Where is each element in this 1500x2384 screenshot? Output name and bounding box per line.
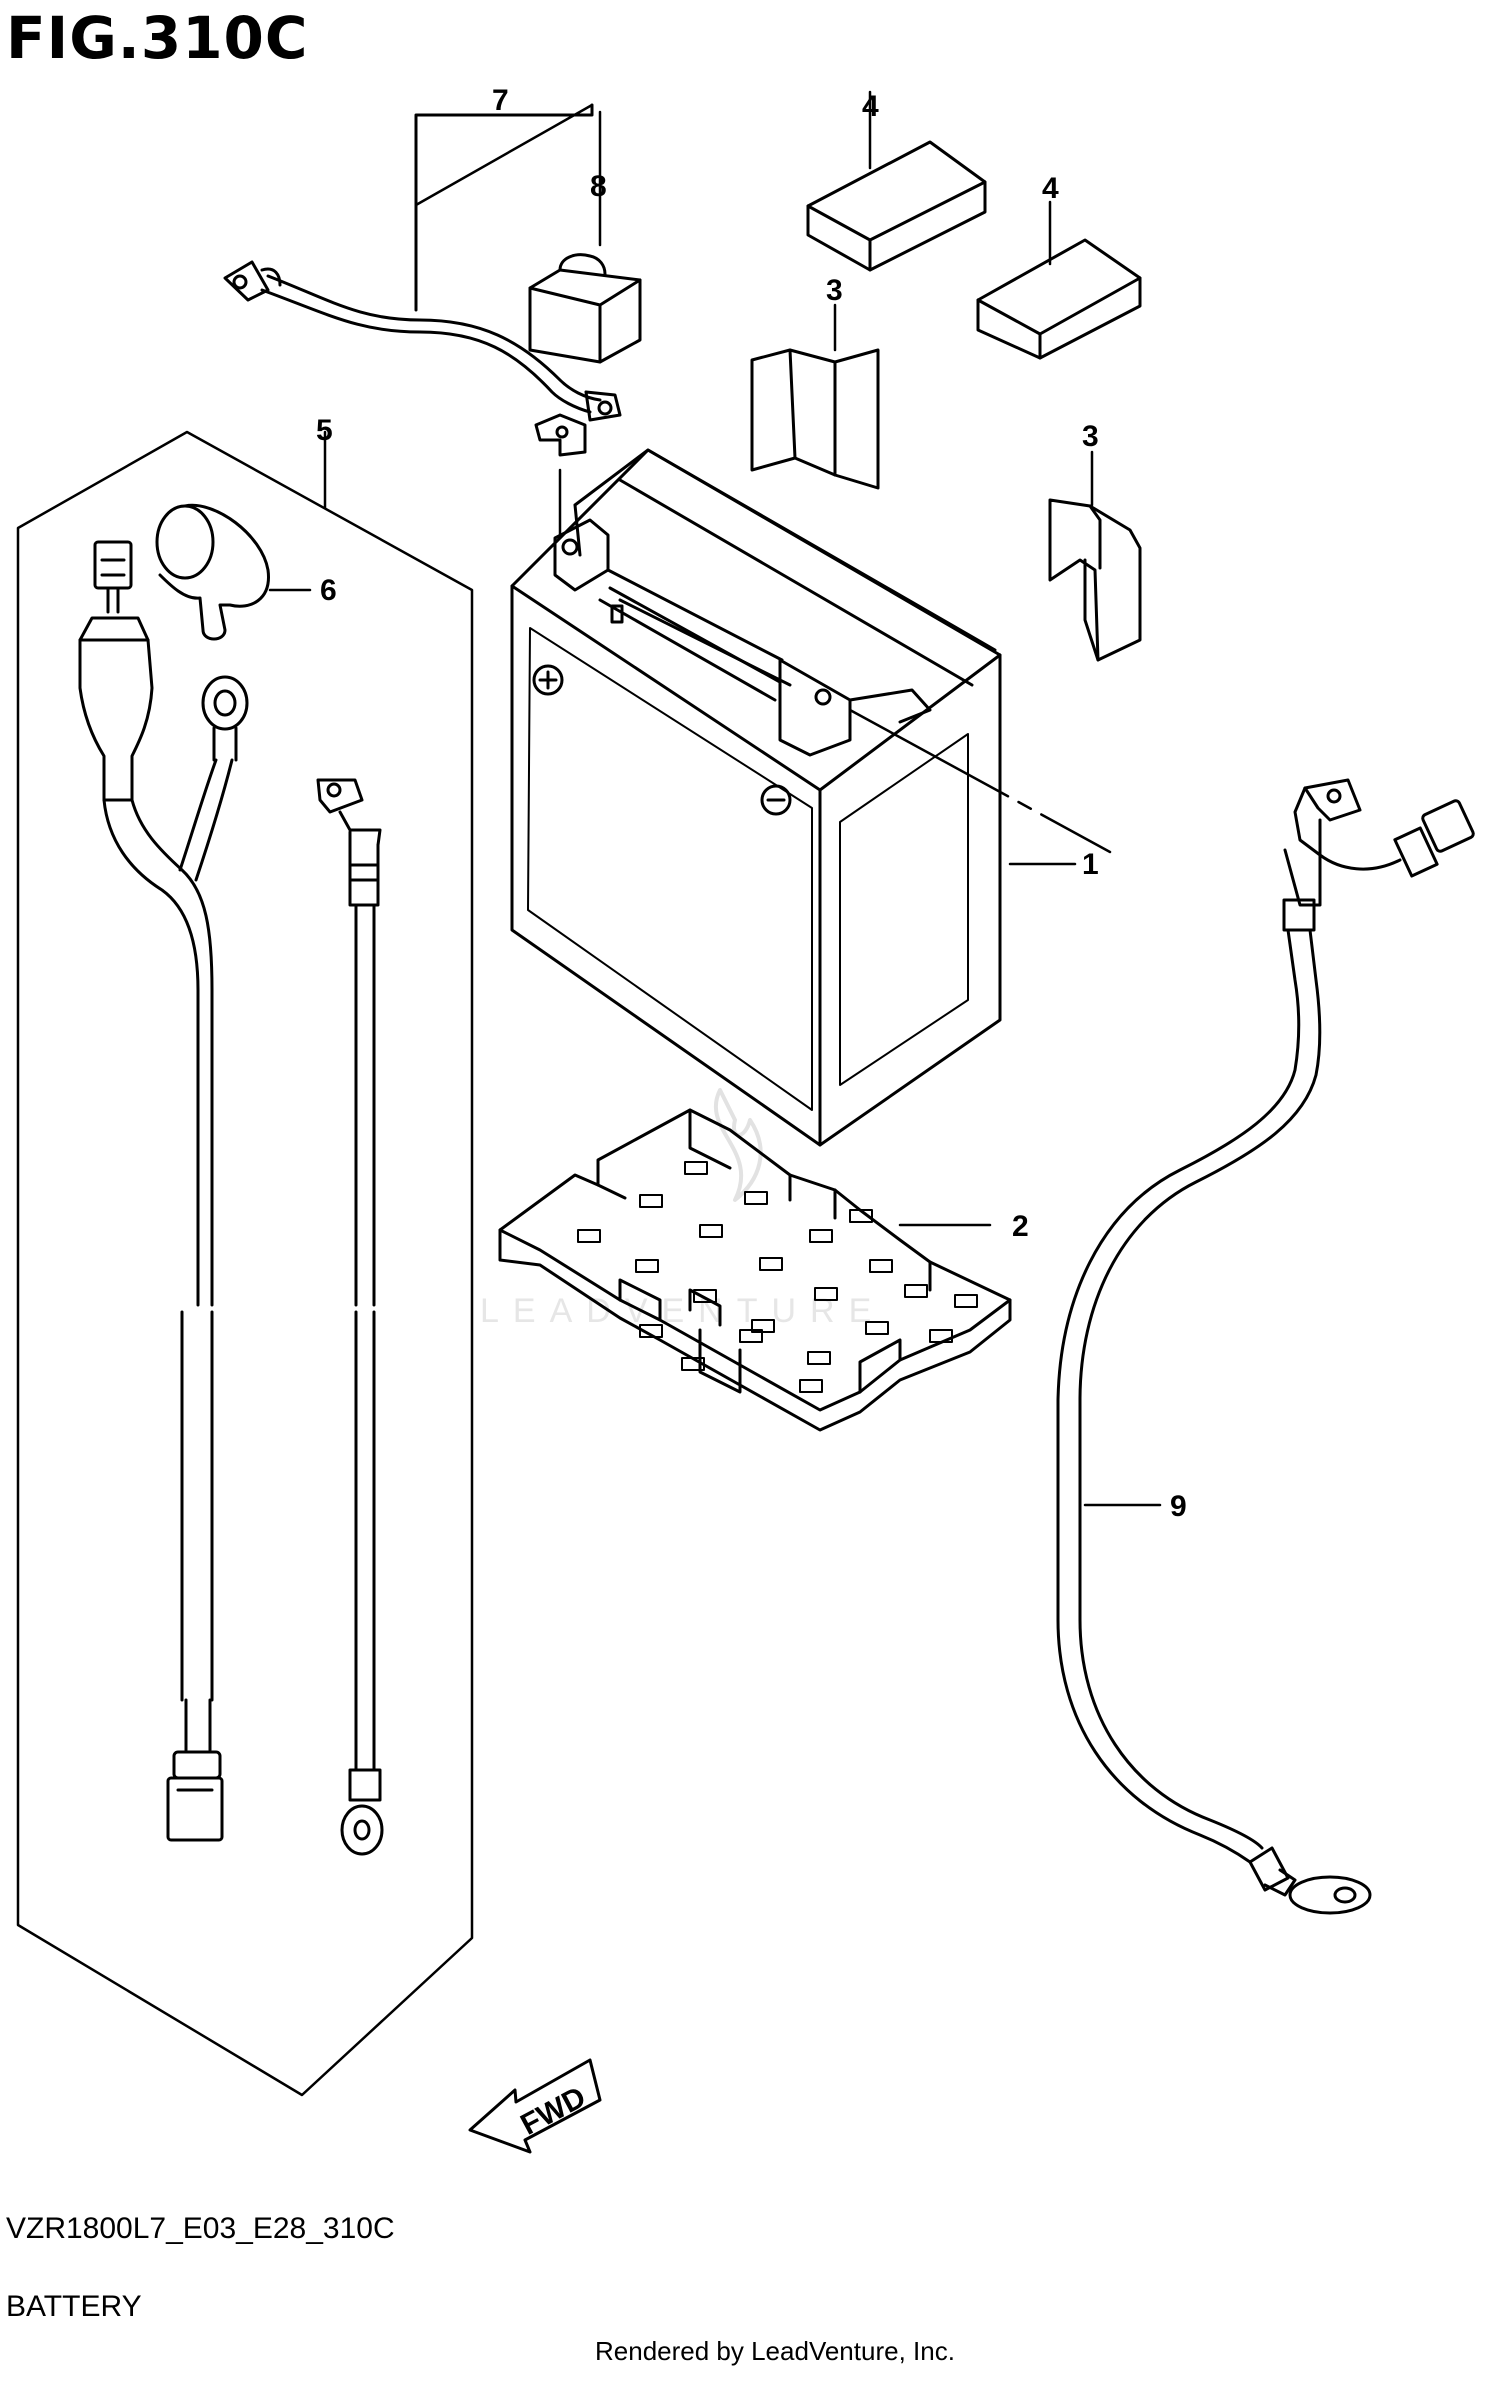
diagram-code: VZR1800L7_E03_E28_310C bbox=[6, 2212, 395, 2245]
part-9-cable bbox=[848, 708, 1475, 1915]
callout-3a: 3 bbox=[826, 274, 843, 307]
part-7-cable bbox=[223, 103, 622, 457]
callout-8: 8 bbox=[590, 170, 607, 203]
callout-4a: 4 bbox=[862, 90, 879, 123]
part-4-pad-top bbox=[806, 90, 987, 272]
callout-1: 1 bbox=[1082, 848, 1099, 881]
callout-4b: 4 bbox=[1042, 172, 1059, 205]
diagram-caption: BATTERY bbox=[6, 2290, 142, 2323]
callout-9: 9 bbox=[1170, 1490, 1187, 1523]
part-6-terminal-cap bbox=[155, 503, 312, 641]
callout-5: 5 bbox=[316, 414, 333, 447]
callout-6: 6 bbox=[320, 574, 337, 607]
part-8-cap bbox=[528, 253, 642, 364]
part-3-clip-right bbox=[1048, 450, 1142, 662]
fwd-arrow: FWD bbox=[468, 2058, 602, 2154]
callout-3b: 3 bbox=[1082, 420, 1099, 453]
watermark: LEADVENTURE bbox=[480, 1088, 885, 1330]
part-5-ring-terminal-lead bbox=[178, 675, 249, 882]
rendered-by-credit: Rendered by LeadVenture, Inc. bbox=[595, 2336, 955, 2366]
watermark-text: LEADVENTURE bbox=[480, 1292, 885, 1330]
fwd-label: FWD bbox=[515, 2081, 591, 2142]
callout-2: 2 bbox=[1012, 1210, 1029, 1243]
part-5-group-outline bbox=[16, 430, 474, 2097]
part-4-pad-right bbox=[976, 200, 1142, 360]
part-3-clip-top bbox=[750, 303, 880, 490]
callout-7: 7 bbox=[492, 84, 509, 117]
part-5-right-lead bbox=[316, 778, 384, 1856]
figure-title: FIG.310C bbox=[6, 4, 309, 72]
part-5-harness-connector-cable bbox=[78, 540, 224, 1842]
part-1-battery bbox=[510, 448, 1077, 1147]
part-2-tray bbox=[498, 1108, 1012, 1432]
